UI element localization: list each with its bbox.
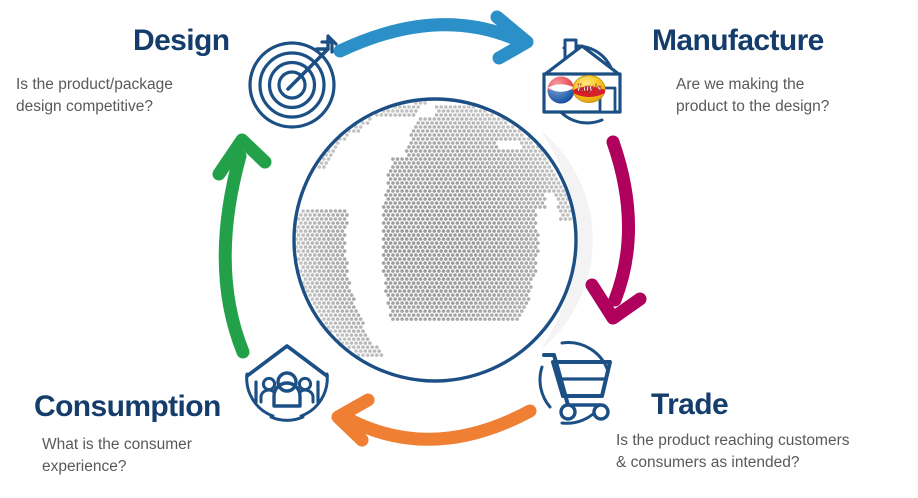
globe-continents [294,101,572,357]
factory-icon[interactable]: Lay's [542,38,622,125]
stage-title-consumption: Consumption [34,390,221,423]
lays-logo: Lay's [572,75,606,103]
arrow-design-to-manufacture [333,10,534,65]
shopping-cart-icon[interactable] [538,341,612,425]
pepsi-logo [547,76,575,104]
arrow-consumption-to-design [212,133,272,359]
arrow-trade-to-consumption [331,393,537,447]
stage-title-manufacture: Manufacture [652,24,824,57]
stage-description-consumption: What is the consumer experience? [42,436,192,475]
stage-description-trade: Is the product reaching customers & cons… [616,432,850,471]
target-arrow-icon[interactable] [248,34,338,129]
arrow-manufacture-to-trade [585,135,647,325]
home-people-icon[interactable] [245,344,329,422]
stage-description-design: Is the product/package design competitiv… [16,76,173,115]
globe-icon [292,97,593,383]
stage-description-manufacture: Are we making the product to the design? [676,76,830,115]
stage-title-trade: Trade [651,388,729,421]
stage-title-design: Design [133,24,230,57]
svg-text:Lay's: Lay's [576,82,601,94]
